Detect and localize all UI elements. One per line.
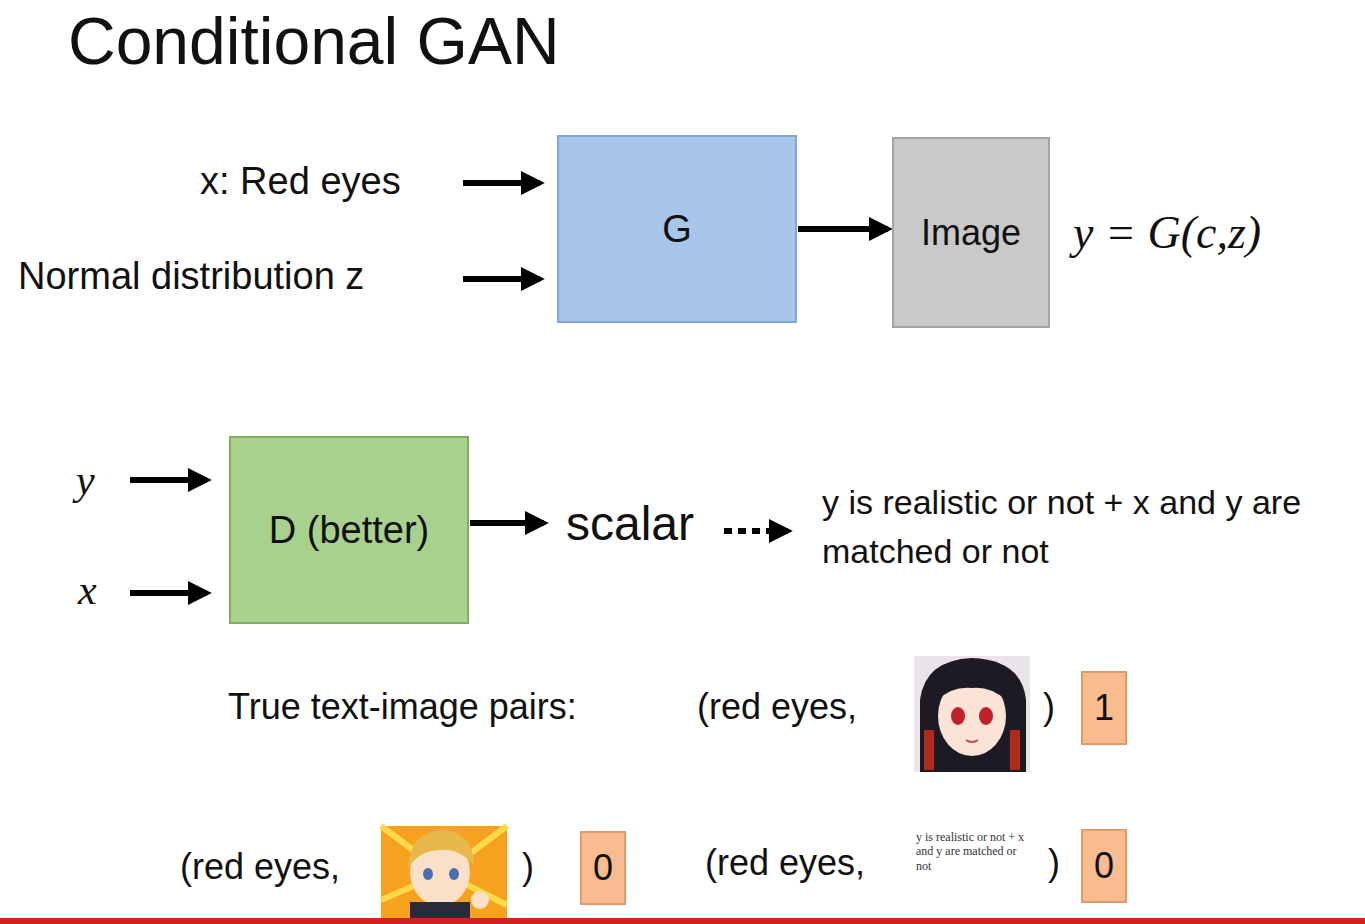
image-frame xyxy=(381,826,507,920)
eye xyxy=(423,868,433,880)
node-text: 1 xyxy=(1094,681,1114,735)
burst-lines xyxy=(381,826,507,905)
node-text: 0 xyxy=(593,841,613,895)
image-box: Image xyxy=(892,137,1050,328)
image-text: y is realistic or not + x and y are matc… xyxy=(916,830,1026,873)
pair-text: ) xyxy=(1048,842,1060,883)
image-frame xyxy=(914,656,1030,772)
note: y is realistic or not + x and y are matc… xyxy=(822,478,1362,577)
eye xyxy=(979,707,993,725)
node-text: D (better) xyxy=(269,502,429,559)
score-box: 0 xyxy=(580,831,626,905)
pair-text: ) xyxy=(522,846,534,887)
generator-box: G xyxy=(557,135,797,323)
input-arrow xyxy=(463,180,540,186)
video-progress-bar xyxy=(0,918,1365,924)
slide-title: Conditional GAN xyxy=(68,4,560,80)
hair-ribbon xyxy=(1010,730,1020,770)
anime-face-blond xyxy=(381,826,507,920)
row-label: True text-image pairs: xyxy=(228,686,577,727)
text-image-frame xyxy=(912,826,1030,902)
eye xyxy=(951,707,965,725)
node-text: G xyxy=(662,201,692,258)
hair xyxy=(408,830,474,868)
anime-face-red-eyes xyxy=(914,656,1030,772)
uniform xyxy=(410,902,470,920)
score-box: 0 xyxy=(1081,829,1127,903)
input-arrow xyxy=(130,477,207,483)
output-arrow xyxy=(470,520,544,526)
discriminator-box: D (better) xyxy=(229,436,469,624)
pair-text: (red eyes, xyxy=(697,686,857,727)
output-label: scalar xyxy=(566,496,694,551)
score-box: 1 xyxy=(1081,671,1127,745)
pair-text: ) xyxy=(1043,686,1055,727)
input-label: Normal distribution z xyxy=(18,255,364,299)
connector-arrow xyxy=(798,226,888,232)
bangs xyxy=(938,670,1006,700)
input-label: x: Red eyes xyxy=(200,160,401,204)
hand xyxy=(471,891,489,909)
eye xyxy=(449,868,459,880)
variable-label: x xyxy=(78,566,97,614)
pair-text: (red eyes, xyxy=(705,842,865,883)
input-arrow xyxy=(463,276,540,282)
node-text: 0 xyxy=(1094,839,1114,893)
dotted-arrow xyxy=(724,528,788,534)
mouth xyxy=(966,740,978,742)
formula: y = G(c,z) xyxy=(1073,207,1261,260)
variable-label: y xyxy=(76,456,95,504)
node-text: Image xyxy=(921,206,1021,260)
input-arrow xyxy=(130,590,207,596)
pair-text: (red eyes, xyxy=(180,846,340,887)
hair-ribbon xyxy=(924,730,934,770)
hair xyxy=(920,658,1026,772)
